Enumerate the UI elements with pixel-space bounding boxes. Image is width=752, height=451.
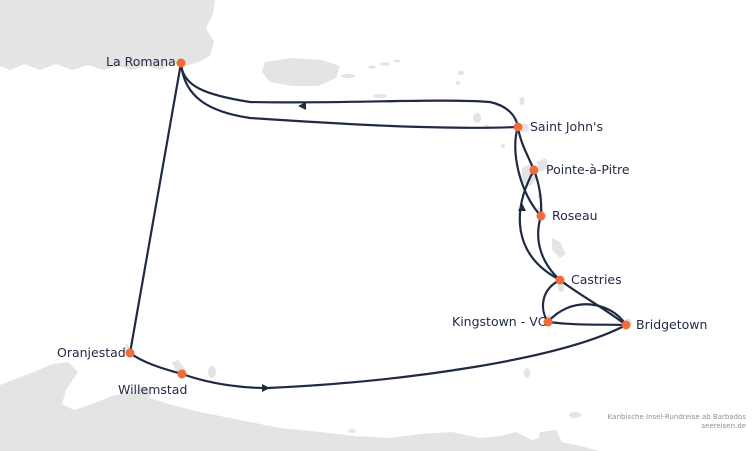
route-pointe-a-pitre-castries: [518, 168, 562, 282]
land-paraguana: [134, 386, 150, 400]
port-label-saint-johns[interactable]: Saint John's: [530, 119, 603, 134]
route-direction-arrow: [262, 384, 270, 392]
land-st-croix: [373, 94, 387, 98]
land-grenada: [524, 368, 530, 378]
port-label-roseau[interactable]: Roseau: [552, 208, 598, 223]
port-label-willemstad[interactable]: Willemstad: [118, 382, 188, 397]
land-montserrat: [501, 143, 505, 149]
route-saint-johns-roseau: [514, 125, 543, 218]
land-tobago: [569, 412, 581, 418]
port-marker-saint-johns[interactable]: [513, 122, 523, 132]
route-saint-johns-la-romana-b: [179, 61, 520, 129]
port-marker-pointe-a-pitre[interactable]: [529, 165, 539, 175]
port-marker-castries[interactable]: [555, 275, 565, 285]
map-credit-title: Karibische Insel-Rundreise ab Barbados: [607, 413, 746, 421]
land-martinique: [552, 238, 566, 258]
land-virgin-islands-3: [393, 59, 401, 63]
port-marker-layer: [125, 58, 631, 379]
port-marker-la-romana[interactable]: [176, 58, 186, 68]
land-vieques: [341, 73, 355, 79]
route-roseau-castries: [537, 214, 562, 282]
map-credit-source: seereisen.de: [701, 422, 746, 430]
port-marker-bridgetown[interactable]: [621, 320, 631, 330]
land-margarita: [348, 429, 356, 433]
land-puerto-rico: [262, 58, 340, 86]
route-bridgetown-willemstad: [180, 323, 628, 390]
land-anguilla: [458, 70, 464, 76]
land-haiti-peninsula: [0, 18, 40, 46]
port-label-bridgetown[interactable]: Bridgetown: [636, 317, 708, 332]
route-la-romana-saint-johns-a: [179, 61, 520, 129]
land-virgin-islands-2: [380, 62, 390, 66]
port-marker-oranjestad[interactable]: [125, 348, 135, 358]
land-hispaniola: [0, 0, 215, 70]
route-direction-arrow: [518, 203, 526, 211]
port-marker-kingstown-vc[interactable]: [543, 317, 553, 327]
route-layer: [128, 61, 628, 392]
map-credit: Karibische Insel-Rundreise ab Barbados s…: [608, 413, 746, 431]
port-label-la-romana[interactable]: La Romana: [106, 54, 176, 69]
route-kingstown-bridgetown-b: [546, 320, 628, 327]
land-south-america: [0, 362, 600, 451]
route-castries-bridgetown: [558, 278, 628, 327]
port-label-kingstown-vc[interactable]: Kingstown - VC: [452, 314, 547, 329]
land-st-martin: [455, 81, 461, 85]
land-trinidad: [536, 430, 562, 451]
land-layer: [0, 0, 632, 451]
port-marker-willemstad[interactable]: [177, 369, 187, 379]
port-label-oranjestad[interactable]: Oranjestad: [57, 345, 126, 360]
port-label-pointe-a-pitre[interactable]: Pointe-à-Pitre: [546, 162, 630, 177]
land-bonaire: [208, 366, 216, 378]
route-direction-arrow: [298, 102, 306, 110]
land-virgin-islands-1: [368, 65, 376, 69]
port-marker-roseau[interactable]: [536, 211, 546, 221]
route-oranjestad-la-romana: [128, 61, 183, 355]
route-kingstown-bridgetown-a: [546, 303, 628, 327]
port-label-castries[interactable]: Castries: [571, 272, 622, 287]
land-barbuda: [519, 97, 525, 105]
land-st-kitts: [473, 113, 481, 123]
